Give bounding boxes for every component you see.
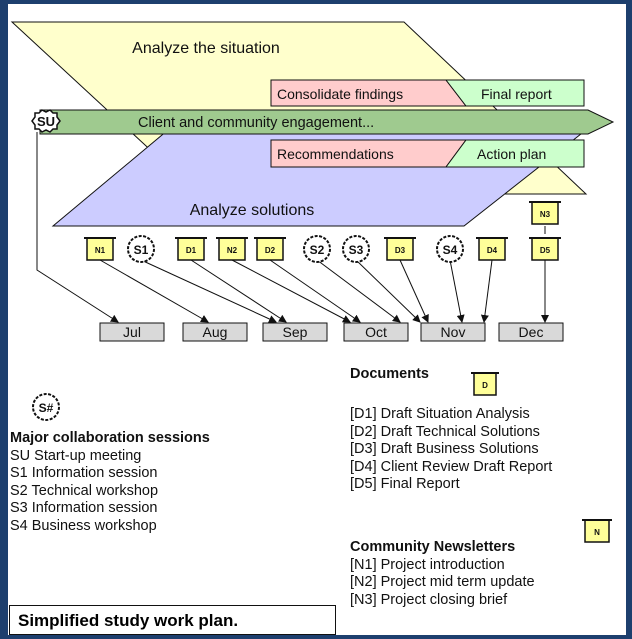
svg-text:S4: S4 [443,243,458,257]
doc-n3-icon: N3 [529,201,561,225]
doc-d5-icon: D5 [529,237,561,261]
svg-text:D: D [482,381,488,390]
newsletters-legend-item: [N1] Project introduction [350,556,505,573]
svg-text:S2: S2 [310,243,325,257]
doc-n1-icon: N1 [84,237,116,261]
month-aug: Aug [182,322,248,342]
sessions-legend-item: SU Start-up meeting [10,447,142,464]
doc-n2-icon: N2 [216,237,248,261]
svg-text:N1: N1 [95,246,106,255]
svg-text:S3: S3 [349,243,364,257]
documents-legend-item: [D1] Draft Situation Analysis [350,406,530,422]
sessions-legend: Major collaboration sessions SU Start-up… [10,430,210,535]
month-sep: Sep [262,322,328,342]
svg-text:Oct: Oct [365,324,387,340]
documents-legend-item: [D2] Draft Technical Solutions [350,423,540,440]
documents-legend-item: [D5] Final Report [350,476,460,492]
sessions-legend-item: S3 Information session [10,500,158,516]
documents-legend-title: Documents [350,366,429,382]
right-border [626,0,632,639]
session-s4-badge: S4 [436,235,464,263]
month-dec: Dec [498,322,564,342]
svg-text:S1: S1 [134,243,149,257]
documents-legend-item: [D3] Draft Business Solutions [350,441,539,457]
final-report-label: Final report [481,86,552,102]
session-s2-badge: S2 [303,235,331,263]
caption: Simplified study work plan. [9,605,336,635]
svg-text:Aug: Aug [203,324,228,340]
svg-text:Dec: Dec [519,324,544,340]
diagram-canvas: Analyze the situation Analyze solutions … [8,4,626,635]
svg-text:Nov: Nov [441,324,466,340]
newsletters-legend-icon: N [582,519,612,543]
consolidate-findings-label: Consolidate findings [277,86,403,102]
newsletters-legend: Community Newsletters [N1] Project intro… [350,539,535,609]
sessions-legend-title: Major collaboration sessions [10,430,210,446]
newsletters-legend-item: [N3] Project closing brief [350,591,508,608]
newsletters-legend-item: [N2] Project mid term update [350,574,535,590]
doc-d4-icon: D4 [476,237,508,261]
analyze-solutions-label: Analyze solutions [190,202,315,219]
svg-text:Jul: Jul [123,324,141,340]
action-plan-box [445,139,585,168]
session-s3-badge: S3 [342,235,370,263]
documents-legend-item: [D4] Client Review Draft Report [350,458,553,475]
svg-text:D2: D2 [265,246,276,255]
sessions-legend-item: S2 Technical workshop [10,482,159,499]
sessions-legend-item: S1 Information session [10,465,158,481]
svg-text:D5: D5 [540,246,551,255]
month-oct: Oct [343,322,409,342]
engagement-label: Client and community engagement... [138,115,374,131]
newsletters-legend-title: Community Newsletters [350,539,516,555]
final-report-box [444,79,585,107]
sessions-legend-item: S4 Business workshop [10,517,157,534]
svg-text:D4: D4 [487,246,498,255]
svg-text:N3: N3 [540,210,551,219]
timeline-connectors [99,226,549,323]
session-generic-badge: S# [32,393,60,421]
month-jul: Jul [99,322,165,342]
doc-d3-icon: D3 [384,237,416,261]
svg-text:N: N [594,528,600,537]
recommendations-label: Recommendations [277,146,394,162]
documents-legend-icon: D [471,372,499,396]
doc-d1-icon: D1 [175,237,207,261]
work-plan-diagram: Analyze the situation Analyze solutions … [10,21,615,543]
session-su-badge: SU [31,109,61,133]
action-plan-label: Action plan [477,146,546,162]
documents-legend-title-wrap: Documents [350,366,429,384]
month-nov: Nov [420,322,486,342]
svg-text:N2: N2 [227,246,238,255]
svg-text:S#: S# [39,401,54,415]
svg-text:D3: D3 [395,246,406,255]
documents-legend: [D1] Draft Situation Analysis [D2] Draft… [350,406,552,494]
svg-text:Sep: Sep [283,324,308,340]
doc-d2-icon: D2 [254,237,286,261]
svg-text:D1: D1 [186,246,197,255]
session-s1-badge: S1 [127,235,155,263]
svg-text:SU: SU [37,114,55,129]
su-to-jul-arrow [36,132,119,323]
analyze-situation-label: Analyze the situation [132,40,280,57]
